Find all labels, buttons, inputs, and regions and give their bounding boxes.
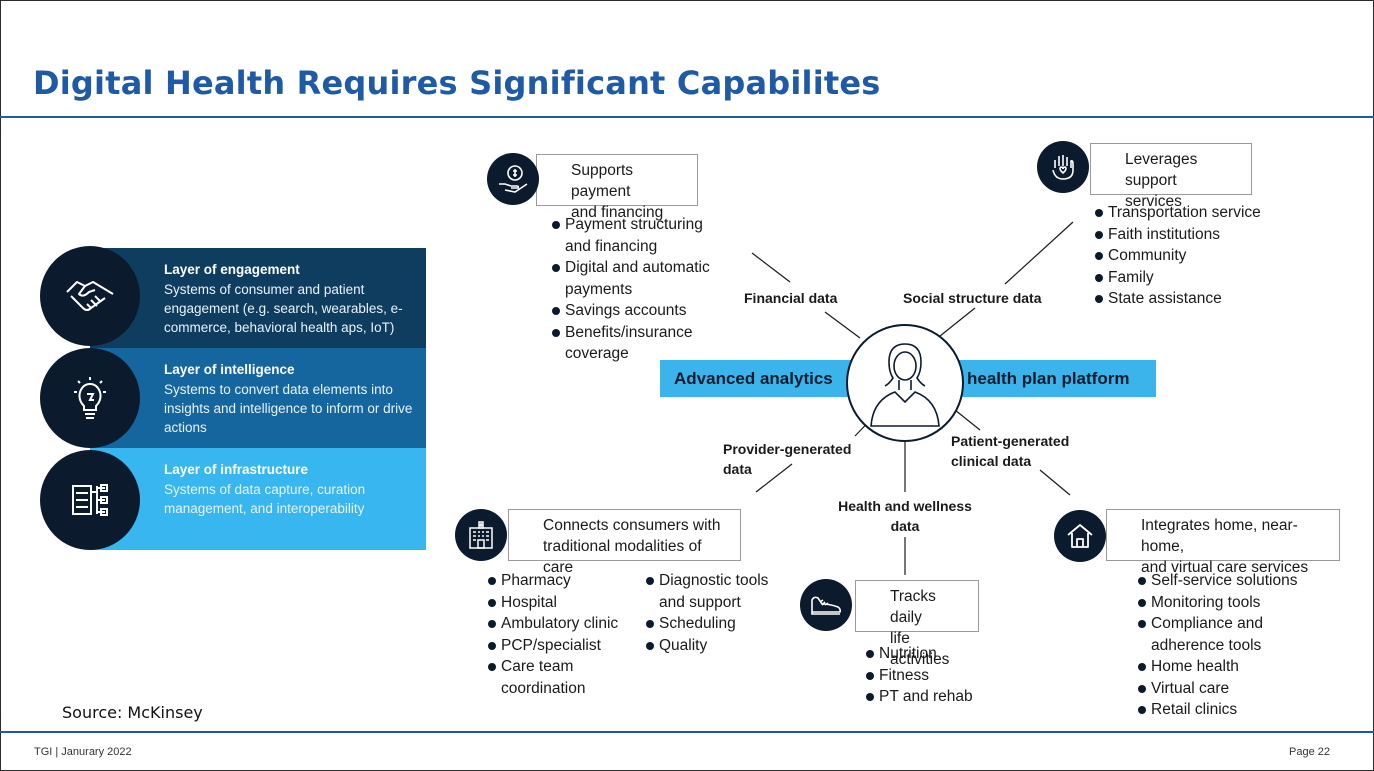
list-item: PCP/specialist (488, 635, 618, 657)
person-icon (846, 324, 964, 442)
box-title-line: traditional modalities of care (543, 538, 702, 576)
list-item: Transportation service (1095, 202, 1261, 224)
list-item-cont: coordination (501, 679, 586, 697)
list-item: Community (1095, 245, 1261, 267)
box-title-line: Leverages support (1125, 151, 1198, 189)
list-item: Virtual care (1138, 678, 1297, 700)
list-item: Pharmacy (488, 570, 618, 592)
page-number: Page 22 (1289, 746, 1330, 758)
label-line: clinical data (951, 453, 1032, 469)
lightbulb-icon (40, 348, 140, 448)
layer-intelligence: Layer of intelligence Systems to convert… (90, 348, 426, 448)
box-title-line: Supports payment (571, 162, 634, 200)
layer-infrastructure: Layer of infrastructure Systems of data … (90, 448, 426, 550)
footer-left-text: TGI | Janurary 2022 (34, 746, 132, 758)
layer-body: Systems of data capture, curation manage… (164, 482, 366, 516)
list-item: Nutrition (866, 643, 973, 665)
list-item: Diagnostic tools (646, 570, 768, 592)
label-wellness-data: Health and wellness data (826, 496, 984, 536)
capability-activities: Tracks daily life activities (855, 580, 979, 668)
box-title-line: and financing (571, 204, 664, 221)
label-line: Health and wellness (838, 498, 972, 514)
title-rule (0, 116, 1374, 118)
list-item-cont: adherence tools (1151, 636, 1262, 654)
slide-title: Digital Health Requires Significant Capa… (33, 64, 881, 102)
label-financial-data: Financial data (744, 290, 838, 306)
list-item: State assistance (1095, 288, 1261, 310)
dollar-hand-icon (487, 153, 539, 205)
footer-rule (0, 731, 1374, 733)
capability-care: Connects consumers with traditional moda… (508, 509, 741, 576)
list-item: Scheduling (646, 613, 768, 635)
label-line: Patient-generated (951, 433, 1070, 449)
list-item-cont: payments (565, 280, 633, 298)
list-item: Compliance and (1138, 613, 1297, 635)
band-label-left: Advanced analytics (674, 369, 833, 388)
layer-body: Systems of consumer and patient engageme… (164, 282, 403, 335)
box-title-line: and virtual care services (1141, 559, 1309, 576)
layer-engagement: Layer of engagement Systems of consumer … (90, 248, 426, 348)
list-item: Ambulatory clinic (488, 613, 618, 635)
shoe-icon (800, 579, 852, 631)
list-item-cont: and support (659, 593, 741, 611)
list-item: Care team (488, 656, 618, 678)
list-item: Monitoring tools (1138, 592, 1297, 614)
box-title-line: Connects consumers with (543, 517, 721, 534)
box-title-line: services (1125, 193, 1182, 210)
label-line: Provider-generated (723, 441, 852, 457)
capability-support: Leverages support services (1090, 143, 1252, 210)
box-title-line: life activities (890, 630, 950, 668)
label-social-data: Social structure data (903, 290, 1042, 306)
label-line: data (890, 518, 920, 534)
capability-payment: Supports payment and financing (536, 154, 698, 221)
label-line: data (723, 461, 752, 477)
list-item: Benefits/insurance (552, 322, 710, 344)
activities-list: Nutrition Fitness PT and rehab (866, 643, 973, 708)
care-list-a: Pharmacy Hospital Ambulatory clinic PCP/… (488, 570, 618, 699)
source-note: Source: McKinsey (62, 703, 203, 722)
server-icon (40, 450, 140, 550)
box-title-line: Integrates home, near-home, (1141, 517, 1298, 555)
care-list-b: Diagnostic tools and support Scheduling … (646, 570, 768, 656)
hand-heart-icon (1037, 141, 1089, 193)
layer-body: Systems to convert data elements into in… (164, 382, 413, 435)
list-item: Payment structuring (552, 214, 710, 236)
layer-heading: Layer of intelligence (164, 362, 295, 377)
handshake-icon (40, 246, 140, 346)
list-item: Digital and automatic (552, 257, 710, 279)
home-list: Self-service solutions Monitoring tools … (1138, 570, 1297, 721)
box-title-line: Tracks daily (890, 588, 936, 626)
list-item: Quality (646, 635, 768, 657)
list-item: Fitness (866, 665, 973, 687)
label-provider-data: Provider-generated data (723, 439, 851, 479)
list-item: Self-service solutions (1138, 570, 1297, 592)
list-item: Hospital (488, 592, 618, 614)
layer-heading: Layer of infrastructure (164, 462, 309, 477)
list-item-cont: and financing (565, 237, 658, 255)
list-item: Home health (1138, 656, 1297, 678)
list-item: Family (1095, 267, 1261, 289)
list-item: Savings accounts (552, 300, 710, 322)
label-patient-data: Patient-generated clinical data (951, 431, 1069, 471)
list-item: Faith institutions (1095, 224, 1261, 246)
list-item: PT and rehab (866, 686, 973, 708)
hospital-icon (455, 509, 507, 561)
band-label-right: health plan platform (967, 369, 1130, 388)
layer-heading: Layer of engagement (164, 262, 300, 277)
house-icon (1054, 510, 1106, 562)
capability-home: Integrates home, near-home, and virtual … (1106, 509, 1340, 576)
list-item-cont: coverage (565, 345, 629, 362)
list-item: Retail clinics (1138, 699, 1297, 721)
payment-list: Payment structuring and financing Digita… (552, 214, 710, 365)
support-list: Transportation service Faith institution… (1095, 202, 1261, 310)
